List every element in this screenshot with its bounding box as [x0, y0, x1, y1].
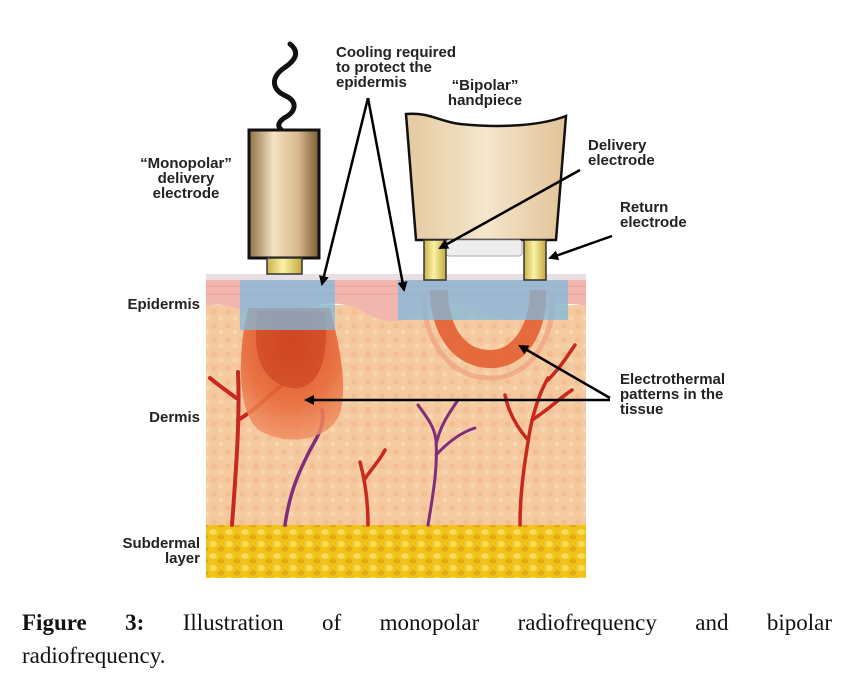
bipolar-center-pad: [445, 239, 523, 257]
bipolar-cooling-zone: [398, 280, 568, 320]
cooling-label-line-1: Cooling required: [336, 44, 456, 61]
bipolar-handpiece-label: “Bipolar” handpiece: [440, 78, 530, 108]
return-label-line-2: electrode: [620, 214, 687, 231]
bipolar-heat-arc: [430, 290, 547, 369]
cooling-label-line-2: to protect the: [336, 59, 432, 76]
caption-text-line-1: Illustration of monopolar radiofrequency…: [182, 610, 832, 635]
delivery-arrow: [438, 168, 581, 250]
bipolar-body: [404, 112, 568, 242]
bipolar-label-line-2: handpiece: [447, 92, 523, 109]
monopolar-cable: [272, 41, 299, 135]
pointer-arrows: [304, 97, 613, 405]
rf-illustration: [206, 41, 613, 578]
monopolar-electrode: [247, 41, 321, 275]
epidermis-label-text: Epidermis: [127, 296, 200, 313]
subdermal-label-line-1: Subdermal: [122, 535, 200, 552]
bipolar-return-tip: [523, 239, 547, 281]
monopolar-body: [247, 128, 321, 260]
monopolar-label-line-1: “Monopolar”: [140, 155, 232, 172]
bipolar-delivery-tip: [423, 239, 447, 281]
epidermis-label: Epidermis: [90, 297, 200, 312]
delivery-electrode-label: Delivery electrode: [588, 138, 655, 168]
bipolar-label-line-1: “Bipolar”: [451, 77, 519, 94]
electrothermal-label-line-2: patterns in the: [620, 386, 724, 403]
cooling-arrow-right: [366, 97, 408, 292]
cooling-label: Cooling required to protect the epidermi…: [336, 45, 456, 90]
electrothermal-arrow-upper: [518, 344, 611, 400]
return-arrow: [548, 234, 613, 261]
electrothermal-label: Electrothermal patterns in the tissue: [620, 372, 725, 417]
figure-number: Figure 3:: [22, 610, 145, 635]
return-label-line-1: Return: [620, 199, 669, 216]
caption-text-line-2: radiofrequency.: [22, 643, 166, 668]
figure-caption: Figure 3: Illustration of monopolar radi…: [22, 606, 832, 672]
subdermal-label: Subdermal layer: [90, 536, 200, 566]
stratum-corneum: [206, 274, 586, 280]
bipolar-heat-arc-outer: [421, 291, 555, 381]
monopolar-label-line-3: electrode: [152, 185, 220, 202]
monopolar-tip: [266, 257, 303, 275]
electrothermal-label-line-1: Electrothermal: [620, 371, 726, 388]
subdermal-layer: [206, 525, 586, 578]
bipolar-handpiece: [404, 112, 568, 281]
monopolar-label: “Monopolar” delivery electrode: [126, 156, 246, 201]
monopolar-cooling-zone: [240, 280, 335, 330]
dermis-label: Dermis: [90, 410, 200, 425]
delivery-label-line-1: Delivery: [588, 137, 647, 154]
return-electrode-label: Return electrode: [620, 200, 687, 230]
monopolar-label-line-2: delivery: [157, 170, 215, 187]
cooling-arrow-left: [319, 97, 370, 286]
subdermal-label-line-2: layer: [164, 550, 200, 567]
delivery-label-line-2: electrode: [588, 152, 655, 169]
electrothermal-label-line-3: tissue: [620, 401, 664, 418]
dermis-label-text: Dermis: [149, 409, 200, 426]
cooling-label-line-3: epidermis: [336, 74, 407, 91]
